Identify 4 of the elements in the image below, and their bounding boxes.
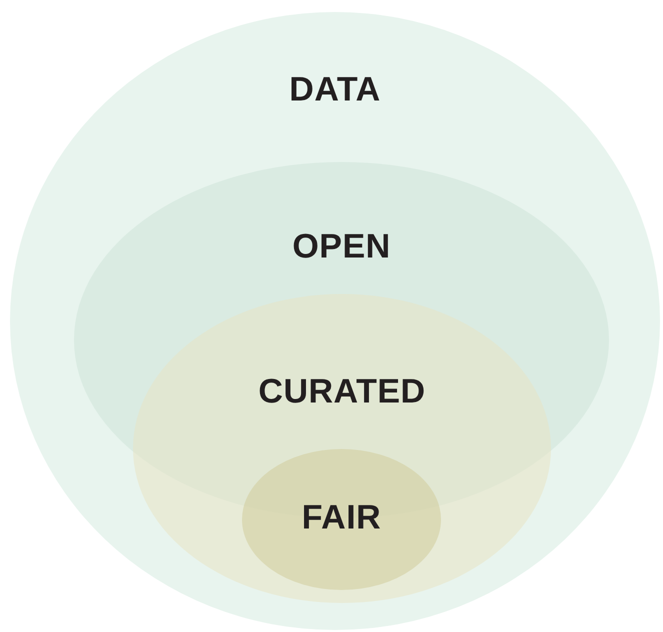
region-label: DATA bbox=[289, 70, 381, 110]
region-label: OPEN bbox=[292, 228, 391, 266]
region-label: FAIR bbox=[302, 498, 382, 538]
region-label: CURATED bbox=[258, 372, 426, 412]
